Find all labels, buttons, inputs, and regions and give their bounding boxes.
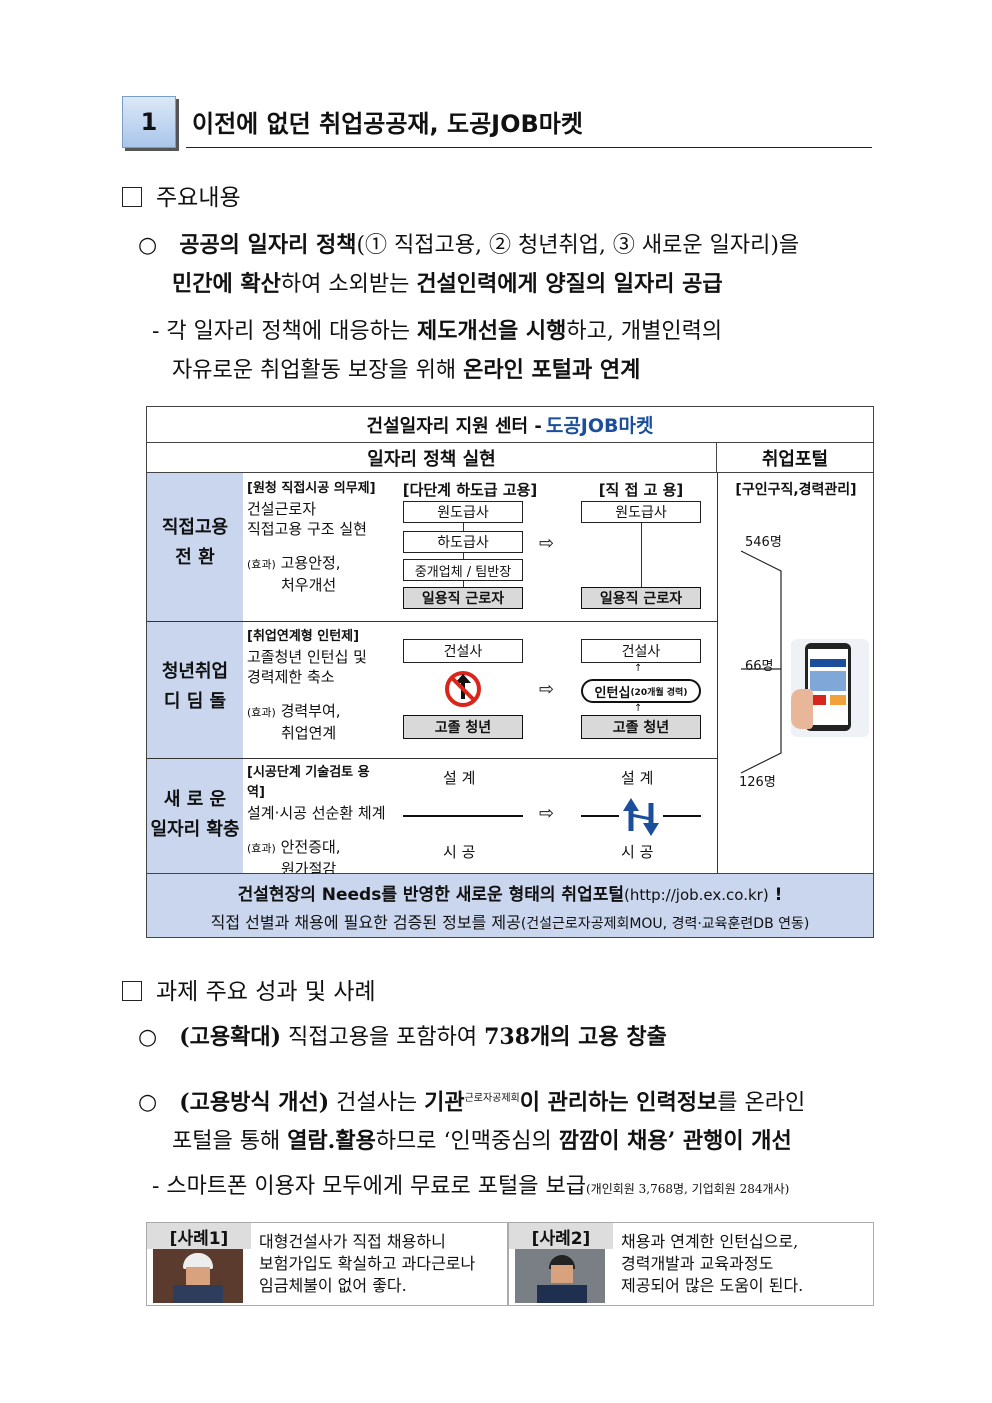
count-youth-intern: 66명	[745, 659, 774, 674]
main-heading: 주요내용	[122, 178, 241, 212]
arrow-right-icon: ⇨	[539, 803, 555, 824]
row1-desc: [원청 직접시공 의무제] 건설근로자 직접고용 구조 실현 (효과) 고용안정…	[247, 481, 376, 594]
sub-bullet-portal: - 스마트폰 이용자 모두에게 무료로 포털을 보급(개인회원 3,768명, …	[152, 1174, 790, 1199]
label-design-left: 설 계	[443, 769, 476, 787]
row1-right-head: [직 접 고 용]	[598, 481, 684, 499]
section-number: 1	[122, 96, 176, 148]
count-direct-hire: 546명	[745, 535, 782, 550]
case-tag: [사례2]	[509, 1223, 613, 1249]
label-construction-right: 시 공	[621, 843, 654, 861]
arrow-up-icon: ↑	[634, 703, 643, 714]
box-broker: 중개업체 / 팀반장	[403, 559, 523, 581]
count-new-jobs: 126명	[739, 775, 776, 790]
internship-pill: 인턴십(20개월 경력)	[581, 679, 701, 703]
support-center-table: 건설일자리 지원 센터 - 도공JOB마켓 일자리 정책 실현 취업포털 직접고…	[146, 406, 874, 938]
prohibited-icon	[445, 671, 481, 707]
bullet-policy: ○공공의 일자리 정책(① 직접고용, ② 청년취업, ③ 새로운 일자리)을 …	[138, 232, 800, 297]
sub-bullet-system: - 각 일자리 정책에 대응하는 제도개선을 시행하고, 개별인력의 자유로운 …	[152, 318, 723, 383]
row3-desc: [시공단계 기술검토 용역] 설계·시공 선순환 체계 (효과) 안전증대, 원…	[247, 765, 386, 878]
smartphone-image	[791, 639, 869, 737]
results-heading: 과제 주요 성과 및 사례	[122, 972, 376, 1006]
arrow-up-icon: ↑	[634, 663, 643, 674]
box-subcontractor: 하도급사	[403, 531, 523, 553]
bullet-employment-expansion: ○(고용확대) 직접고용을 포함하여 738개의 고용 창출	[138, 1024, 667, 1050]
job-market-logo: 도공JOB마켓	[545, 415, 654, 437]
bracket-lines	[740, 550, 782, 774]
checkbox-square-icon	[122, 981, 142, 1001]
label-design-right: 설 계	[621, 769, 654, 787]
bullet-hiring-method: ○(고용방식 개선) 건설사는 기관근로자공제회이 관리하는 인력정보를 온라인…	[138, 1089, 806, 1155]
portal-subtitle: [구인구직,경력관리]	[735, 482, 857, 498]
checkbox-square-icon	[122, 187, 142, 207]
row2-desc: [취업연계형 인턴제] 고졸청년 인턴십 및 경력제한 축소 (효과) 경력부여…	[247, 629, 367, 742]
section-title: 이전에 없던 취업공공재, 도공JOB마켓	[192, 110, 583, 138]
worker-photo	[153, 1249, 243, 1303]
box-constructor-intern: 건설사	[581, 639, 701, 663]
box-day-worker: 일용직 근로자	[403, 587, 523, 609]
box-constructor: 건설사	[403, 639, 523, 663]
case-tag: [사례1]	[147, 1223, 251, 1249]
arrow-right-icon: ⇨	[539, 533, 555, 554]
box-prime-contractor-direct: 원도급사	[581, 501, 701, 523]
label-column	[147, 473, 243, 873]
title-divider	[186, 147, 872, 148]
table-title: 건설일자리 지원 센터 - 도공JOB마켓	[147, 407, 873, 443]
cycle-arrows-icon	[623, 798, 659, 836]
table-footer: 건설현장의 Needs를 반영한 새로운 형태의 취업포털(http://job…	[147, 874, 873, 937]
arrow-right-icon: ⇨	[539, 679, 555, 700]
intern-photo	[515, 1249, 605, 1303]
col-header-portal: 취업포털	[717, 443, 873, 473]
box-day-worker-direct: 일용직 근로자	[581, 587, 701, 609]
label-construction-left: 시 공	[443, 843, 476, 861]
box-highschool-grad-intern: 고졸 청년	[581, 715, 701, 739]
box-highschool-grad: 고졸 청년	[403, 715, 523, 739]
row1-left-head: [다단계 하도급 고용]	[402, 481, 538, 499]
col-header-policy: 일자리 정책 실현	[147, 443, 717, 473]
box-prime-contractor: 원도급사	[403, 501, 523, 523]
